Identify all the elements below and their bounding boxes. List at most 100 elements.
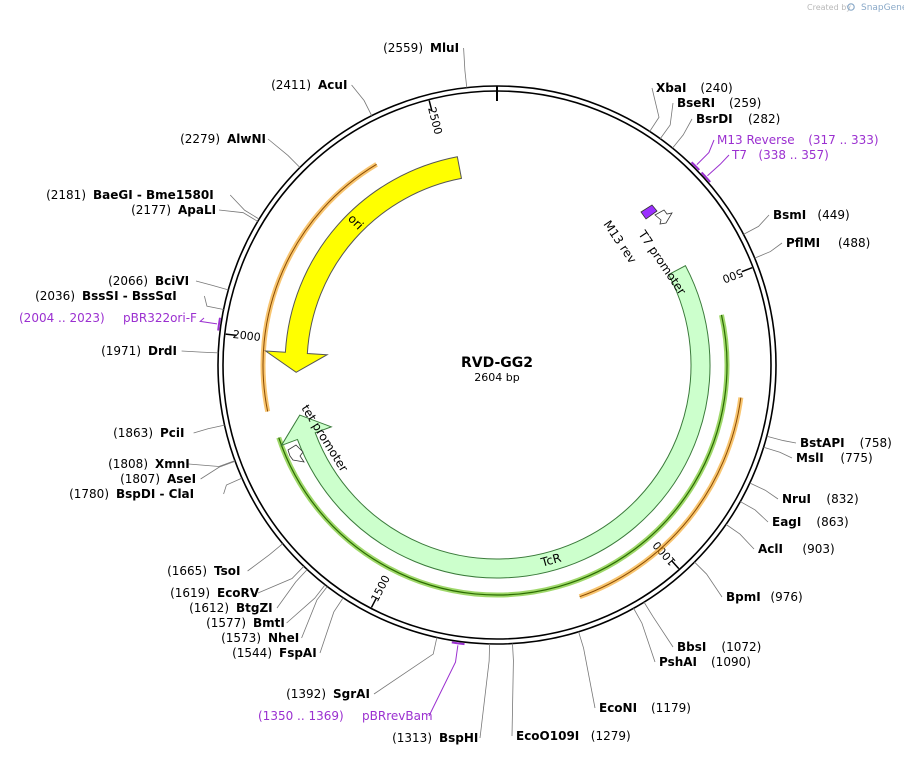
enzyme-position: (1392): [286, 687, 326, 701]
enzyme-name: XmnI: [155, 457, 190, 471]
enzyme-name: NruI: [782, 492, 811, 506]
enzyme-site: (1577)BmtI: [206, 584, 326, 630]
enzyme-site: (1863)PciI: [113, 424, 225, 440]
enzyme-leader-line: [766, 435, 797, 444]
primer-leader-line: [696, 139, 715, 166]
enzyme-position: (2177): [131, 203, 171, 217]
ruler-tick-label: 1500: [368, 573, 392, 604]
enzyme-position: (1863): [113, 426, 153, 440]
enzyme-leader-line: [511, 643, 514, 737]
snapgene-logo-icon: [847, 3, 855, 11]
ruler-tick: [670, 559, 680, 570]
enzyme-name: BtgZI: [236, 601, 273, 615]
enzyme-name: MslI: [796, 451, 824, 465]
primer-position: (338 .. 357): [758, 148, 828, 162]
m13-rev-marker: [640, 204, 658, 220]
enzyme-name: AcuI: [318, 78, 347, 92]
enzyme-position: (1619): [170, 586, 210, 600]
enzyme-site: (1612) BtgZI: [189, 569, 308, 615]
enzyme-position: (1313): [392, 731, 432, 745]
enzyme-site: XbaI (240): [649, 81, 733, 132]
enzyme-position: (259): [729, 96, 761, 110]
enzyme-leader-line: [754, 242, 783, 259]
enzyme-site: BsrDI(282): [672, 112, 780, 149]
enzyme-name: PshAI: [659, 655, 697, 669]
primer-name: M13 Reverse: [717, 133, 795, 147]
tcr-feature: [280, 265, 711, 579]
enzyme-position: (240): [700, 81, 732, 95]
enzyme-name: MluI: [430, 41, 459, 55]
enzyme-leader-line: [633, 608, 656, 663]
enzyme-name: BstAPI: [800, 436, 845, 450]
primer-sites: M13 Reverse(317 .. 333)T7(338 .. 357)(20…: [19, 133, 879, 723]
enzyme-leader-line: [204, 295, 224, 310]
enzyme-leader-line: [301, 586, 328, 639]
enzyme-position: (863): [816, 515, 848, 529]
enzyme-leader-line: [479, 643, 490, 739]
ruler-tick: [428, 100, 433, 112]
enzyme-position: (1090): [711, 655, 751, 669]
enzyme-site: (1544)FspAI: [232, 597, 344, 660]
primer-name: T7: [731, 148, 747, 162]
ruler-tick-label: 500: [721, 266, 745, 286]
enzyme-leader-line: [649, 87, 660, 132]
enzyme-site: (2177) ApaLI: [131, 203, 258, 222]
enzyme-leader-line: [672, 118, 693, 149]
enzyme-name: BpmI: [726, 590, 761, 604]
enzyme-leader-line: [218, 209, 258, 222]
enzyme-name: BssSI - BssSαI: [82, 289, 177, 303]
enzyme-position: (488): [838, 236, 870, 250]
right-orange-arc-core: [579, 397, 742, 598]
primer-name: pBRrevBam: [362, 709, 433, 723]
enzyme-position: (1807): [120, 472, 160, 486]
enzyme-leader-line: [247, 543, 283, 572]
enzyme-site: (2181) BaeGI - Bme1580I: [46, 188, 260, 220]
primer-arc: [700, 171, 711, 183]
enzyme-name: BsrDI: [696, 112, 733, 126]
enzyme-position: (1808): [108, 457, 148, 471]
enzyme-name: TsoI: [214, 564, 240, 578]
enzyme-position: (2181): [46, 188, 86, 202]
enzyme-name: EagI: [772, 515, 801, 529]
m13-rev-label: M13 rev: [601, 218, 640, 266]
enzyme-name: BaeGI - Bme1580I: [93, 188, 214, 202]
enzyme-position: (775): [840, 451, 872, 465]
primer-arc: [451, 641, 465, 646]
enzyme-leader-line: [351, 84, 373, 116]
ori-feature: [263, 156, 463, 373]
ruler-tick: [225, 333, 237, 337]
primer-position: (317 .. 333): [808, 133, 878, 147]
enzyme-leader-line: [223, 477, 243, 495]
enzyme-leader-line: [578, 631, 596, 709]
enzyme-position: (449): [817, 208, 849, 222]
enzyme-name: AseI: [167, 472, 196, 486]
enzyme-site: BbsI(1072): [643, 601, 761, 654]
enzyme-position: (1612): [189, 601, 229, 615]
enzyme-leader-line: [373, 637, 438, 695]
enzyme-site: AclI(903): [725, 524, 835, 556]
enzyme-site: (1313) BspHI: [392, 643, 490, 745]
enzyme-name: AlwNI: [227, 132, 266, 146]
left-orange-arc-core: [262, 163, 377, 412]
enzyme-leader-line: [749, 482, 779, 500]
enzyme-name: XbaI: [656, 81, 686, 95]
enzyme-leader-line: [740, 501, 769, 523]
enzyme-leader-line: [319, 597, 344, 654]
enzyme-name: BspHI: [439, 731, 478, 745]
plasmid-name: RVD-GG2: [461, 355, 533, 371]
enzyme-site: BpmI(976): [694, 561, 803, 604]
enzyme-name: ApaLI: [178, 203, 216, 217]
enzyme-site: EagI (863): [740, 501, 849, 529]
enzyme-site: MslI (775): [763, 446, 873, 465]
enzyme-leader-line: [193, 424, 225, 434]
enzyme-site: (1808) XmnI: [108, 457, 236, 471]
enzyme-name: BseRI: [677, 96, 715, 110]
enzyme-leader-line: [188, 460, 236, 467]
ruler-tick-label: 2000: [232, 328, 261, 344]
enzyme-name: BspDI - ClaI: [116, 487, 194, 501]
enzyme-position: (832): [826, 492, 858, 506]
enzyme-site: BstAPI(758): [766, 435, 892, 450]
enzyme-leader-line: [763, 446, 793, 459]
enzyme-position: (1780): [69, 487, 109, 501]
enzyme-site: BseRI (259): [659, 96, 761, 139]
